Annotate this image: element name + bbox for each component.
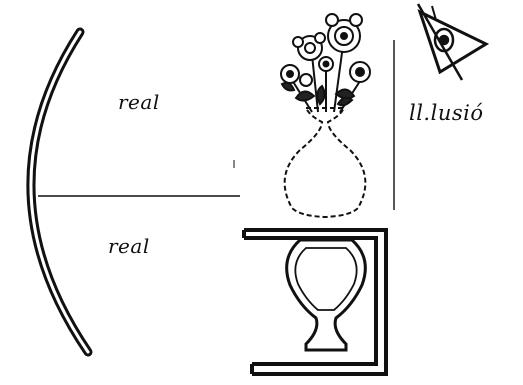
concave-mirror xyxy=(31,32,88,352)
illusion-label: ll.lusió xyxy=(409,101,484,125)
vase-icon-illusion xyxy=(285,108,366,217)
real-label-top: real xyxy=(118,90,160,114)
flower-bouquet-icon xyxy=(281,14,370,112)
eye-icon xyxy=(418,4,486,80)
real-label-bottom: real xyxy=(108,234,150,258)
